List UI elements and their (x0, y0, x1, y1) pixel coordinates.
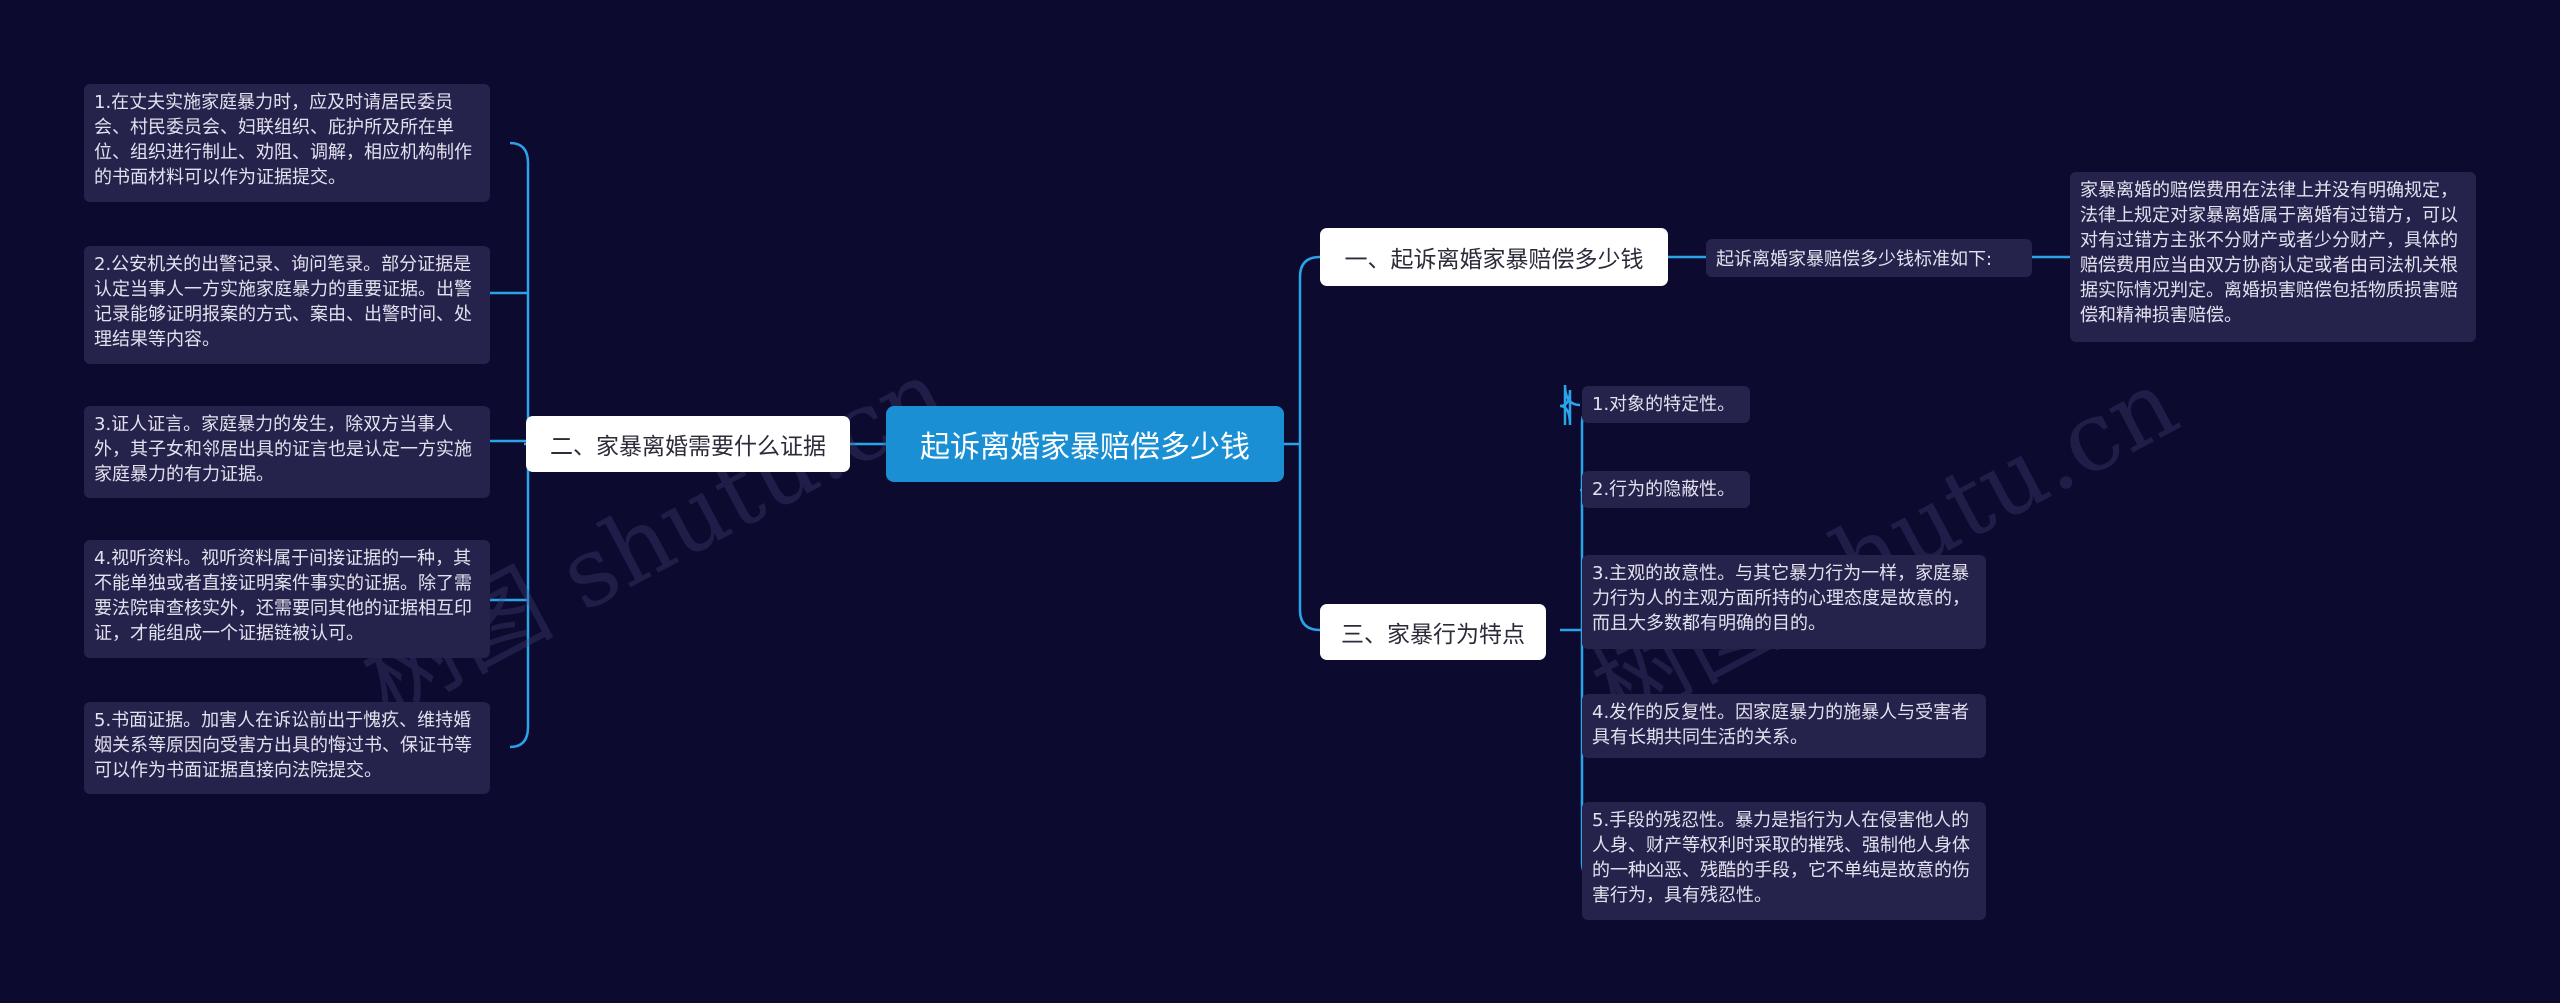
branch-evidence-label: 二、家暴离婚需要什么证据 (550, 434, 826, 460)
root-topic[interactable]: 起诉离婚家暴赔偿多少钱 (886, 406, 1284, 482)
branch-evidence[interactable]: 二、家暴离婚需要什么证据 (526, 416, 850, 472)
feature-item[interactable]: 3.主观的故意性。与其它暴力行为一样，家庭暴力行为人的主观方面所持的心理态度是故… (1582, 555, 1986, 649)
evidence-item-text: 4.视听资料。视听资料属于间接证据的一种，其不能单独或者直接证明案件事实的证据。… (94, 548, 472, 644)
evidence-item[interactable]: 5.书面证据。加害人在诉讼前出于愧疚、维持婚姻关系等原因向受害方出具的悔过书、保… (84, 702, 490, 794)
evidence-item-text: 2.公安机关的出警记录、询问笔录。部分证据是认定当事人一方实施家庭暴力的重要证据… (94, 254, 472, 350)
feature-item[interactable]: 5.手段的残忍性。暴力是指行为人在侵害他人的人身、财产等权利时采取的摧残、强制他… (1582, 802, 1986, 920)
evidence-item-text: 5.书面证据。加害人在诉讼前出于愧疚、维持婚姻关系等原因向受害方出具的悔过书、保… (94, 710, 472, 781)
evidence-item-text: 1.在丈夫实施家庭暴力时，应及时请居民委员会、村民委员会、妇联组织、庇护所及所在… (94, 92, 472, 188)
root-topic-label: 起诉离婚家暴赔偿多少钱 (920, 430, 1250, 465)
evidence-item[interactable]: 3.证人证言。家庭暴力的发生，除双方当事人外，其子女和邻居出具的证言也是认定一方… (84, 406, 490, 498)
compensation-standard-note[interactable]: 起诉离婚家暴赔偿多少钱标准如下: (1706, 239, 2032, 277)
evidence-item-text: 3.证人证言。家庭暴力的发生，除双方当事人外，其子女和邻居出具的证言也是认定一方… (94, 414, 472, 485)
feature-item[interactable]: 4.发作的反复性。因家庭暴力的施暴人与受害者具有长期共同生活的关系。 (1582, 694, 1986, 758)
branch-compensation-label: 一、起诉离婚家暴赔偿多少钱 (1344, 247, 1644, 273)
feature-item-text: 1.对象的特定性。 (1592, 394, 1736, 415)
feature-item-text: 2.行为的隐蔽性。 (1592, 479, 1736, 500)
feature-item[interactable]: 1.对象的特定性。 (1582, 386, 1750, 423)
branch-features[interactable]: 三、家暴行为特点 (1320, 604, 1546, 660)
feature-item-text: 4.发作的反复性。因家庭暴力的施暴人与受害者具有长期共同生活的关系。 (1592, 702, 1970, 748)
evidence-item[interactable]: 1.在丈夫实施家庭暴力时，应及时请居民委员会、村民委员会、妇联组织、庇护所及所在… (84, 84, 490, 202)
feature-item-text: 3.主观的故意性。与其它暴力行为一样，家庭暴力行为人的主观方面所持的心理态度是故… (1592, 563, 1970, 634)
branch-features-label: 三、家暴行为特点 (1341, 622, 1525, 648)
evidence-item[interactable]: 2.公安机关的出警记录、询问笔录。部分证据是认定当事人一方实施家庭暴力的重要证据… (84, 246, 490, 364)
link-right-spine (1298, 255, 1321, 632)
evidence-item[interactable]: 4.视听资料。视听资料属于间接证据的一种，其不能单独或者直接证明案件事实的证据。… (84, 540, 490, 658)
compensation-detail-text: 家暴离婚的赔偿费用在法律上并没有明确规定，法律上规定对家暴离婚属于离婚有过错方，… (2080, 180, 2458, 326)
compensation-standard-label: 起诉离婚家暴赔偿多少钱标准如下: (1716, 249, 1993, 270)
feature-item-text: 5.手段的残忍性。暴力是指行为人在侵害他人的人身、财产等权利时采取的摧残、强制他… (1592, 810, 1970, 906)
compensation-detail[interactable]: 家暴离婚的赔偿费用在法律上并没有明确规定，法律上规定对家暴离婚属于离婚有过错方，… (2070, 172, 2476, 342)
feature-item[interactable]: 2.行为的隐蔽性。 (1582, 471, 1750, 508)
branch-compensation[interactable]: 一、起诉离婚家暴赔偿多少钱 (1320, 228, 1668, 286)
